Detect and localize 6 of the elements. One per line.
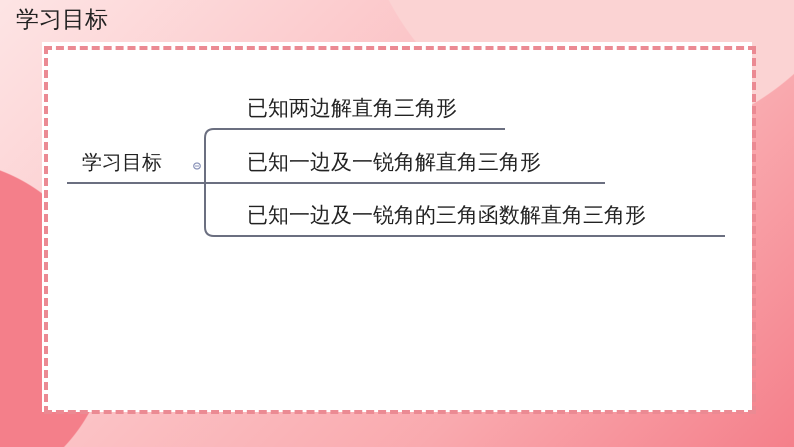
branch-line bbox=[205, 182, 215, 184]
topic-text: 已知一边及一锐角解直角三角形 bbox=[247, 149, 541, 176]
topic-text: 学习目标 bbox=[82, 149, 162, 176]
page-title: 学习目标 bbox=[16, 6, 108, 35]
topic-text: 已知一边及一锐角的三角函数解直角三角形 bbox=[247, 202, 646, 229]
topic-text: 已知两边解直角三角形 bbox=[247, 95, 457, 122]
